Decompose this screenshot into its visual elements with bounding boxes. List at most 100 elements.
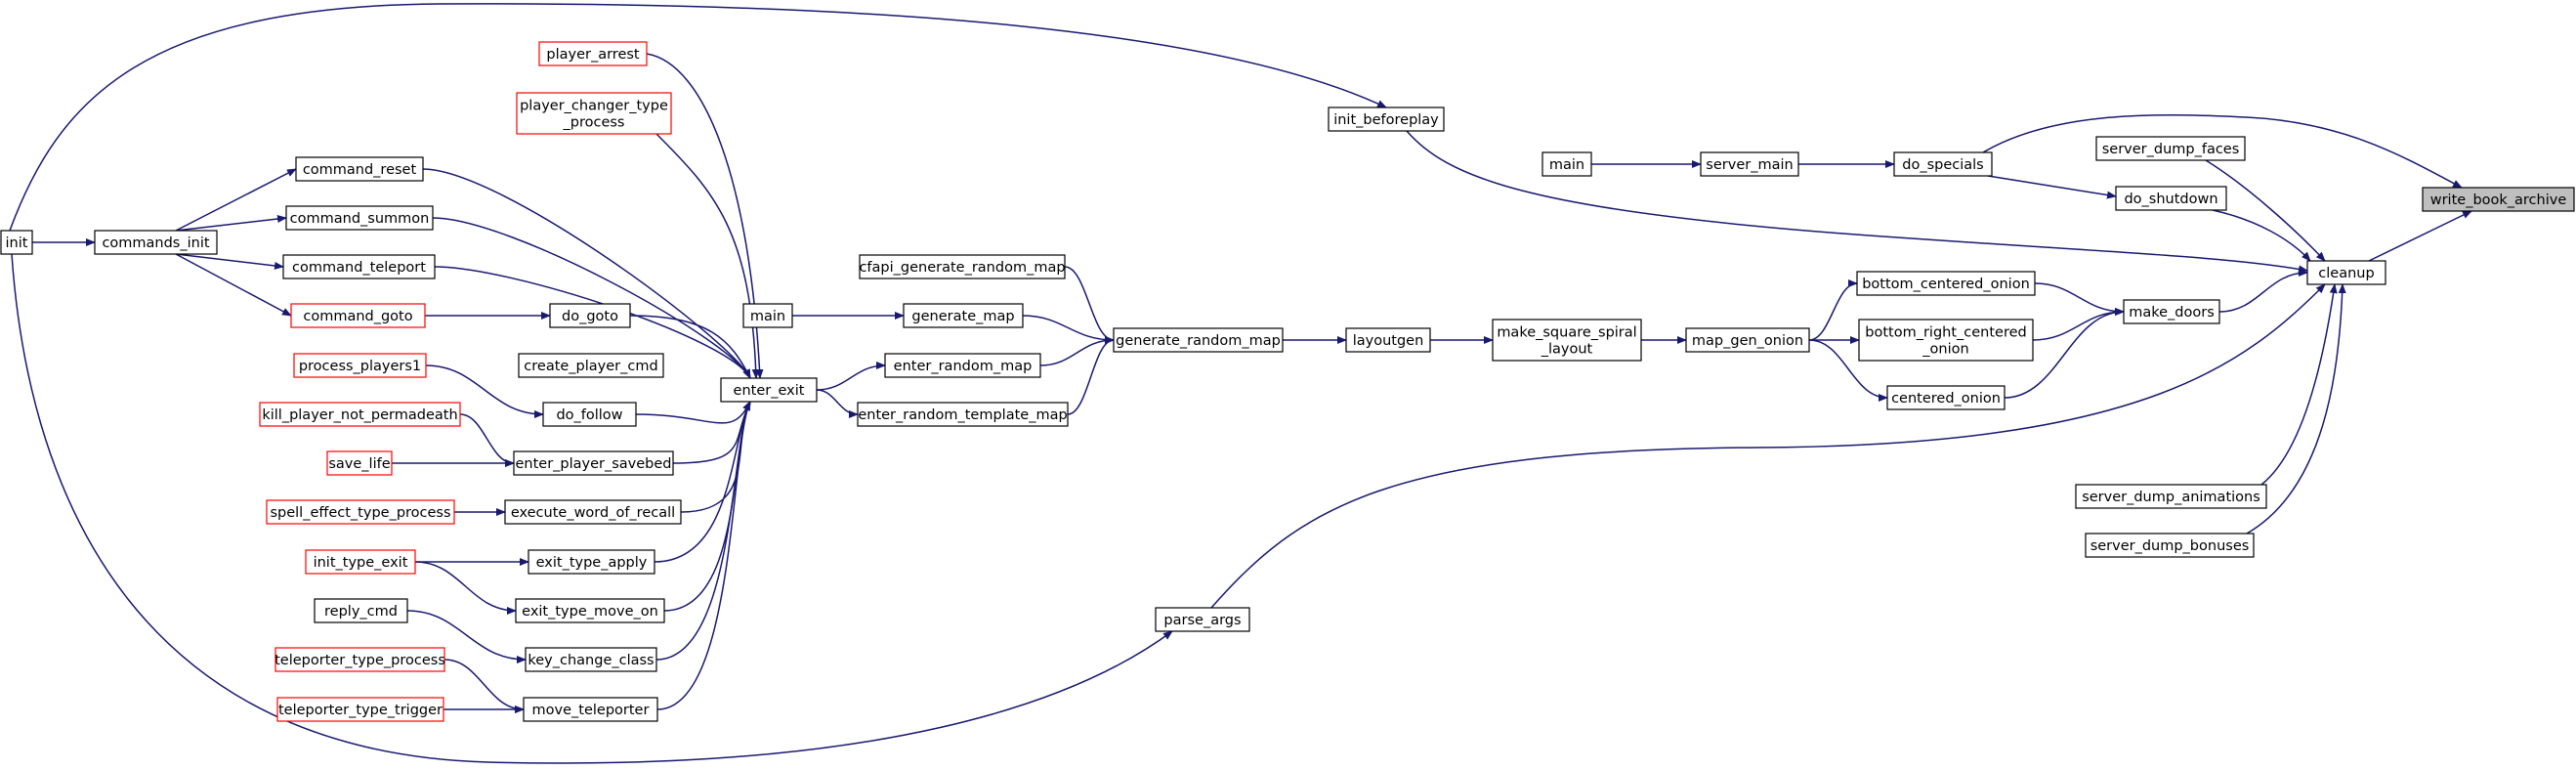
node-label: commands_init	[102, 235, 209, 251]
edge-init-to-init-beforeplay	[9, 3, 1387, 232]
node-label: make_doors	[2129, 305, 2215, 321]
node-execute-word-of-recall[interactable]: execute_word_of_recall	[504, 499, 682, 525]
node-enter-exit[interactable]: enter_exit	[720, 377, 818, 403]
node-label: exit_type_apply	[536, 555, 648, 571]
node-box	[1155, 607, 1250, 632]
edge-init-to-parse-args	[11, 253, 1173, 764]
node-init[interactable]: init	[0, 230, 33, 255]
node-label: generate_random_map	[1116, 333, 1281, 349]
node-label: _layout	[1541, 342, 1593, 358]
node-main-b[interactable]: main	[1541, 151, 1592, 177]
node-cfapi-generate-random-map[interactable]: cfapi_generate_random_map	[859, 254, 1066, 279]
node-centered-onion[interactable]: centered_onion	[1886, 385, 2006, 410]
node-label: command_goto	[303, 309, 412, 324]
node-server-dump-animations[interactable]: server_dump_animations	[2075, 484, 2267, 509]
node-kill-player-not-permadeath[interactable]: kill_player_not_permadeath	[259, 402, 461, 427]
node-server-dump-bonuses[interactable]: server_dump_bonuses	[2085, 533, 2255, 558]
node-bottom-right-centered-onion[interactable]: bottom_right_centered_onion	[1858, 319, 2034, 362]
node-box	[326, 450, 393, 476]
node-teleporter-type-trigger[interactable]: teleporter_type_trigger	[276, 697, 444, 722]
node-box	[266, 499, 455, 525]
node-generate-random-map[interactable]: generate_random_map	[1113, 327, 1284, 353]
node-command-teleport[interactable]: command_teleport	[282, 254, 436, 279]
node-init-beforeplay[interactable]: init_beforeplay	[1328, 107, 1445, 132]
node-label: do_follow	[556, 407, 622, 423]
node-enter-random-map[interactable]: enter_random_map	[884, 353, 1041, 378]
node-cleanup[interactable]: cleanup	[2306, 260, 2386, 285]
node-command-reset[interactable]: command_reset	[295, 156, 424, 182]
node-box	[1700, 151, 1799, 177]
node-do-specials[interactable]: do_specials	[1893, 151, 1993, 177]
edge-bottom-centered-onion-to-make-doors	[2034, 282, 2125, 316]
node-enter-player-savebed[interactable]: enter_player_savebed	[513, 450, 674, 476]
node-label: enter_exit	[734, 383, 805, 399]
node-box	[2115, 186, 2227, 211]
node-box	[513, 450, 674, 476]
node-label: init	[6, 235, 28, 251]
node-label: do_specials	[1902, 157, 1983, 173]
node-label: kill_player_not_permadeath	[262, 407, 457, 423]
node-command-summon[interactable]: command_summon	[285, 205, 434, 231]
node-command-goto[interactable]: command_goto	[290, 303, 426, 328]
edge-enter-random-template-map-to-generate-random-map	[1067, 336, 1115, 415]
edge-server-dump-faces-to-cleanup	[2205, 159, 2326, 262]
node-label: cleanup	[2318, 266, 2374, 281]
edge-server-dump-bonuses-to-cleanup	[2246, 283, 2346, 535]
node-box	[1345, 327, 1431, 353]
node-parse-args[interactable]: parse_args	[1155, 607, 1250, 632]
node-player-arrest[interactable]: player_arrest	[538, 41, 648, 66]
node-enter-random-template-map[interactable]: enter_random_template_map	[857, 402, 1069, 427]
node-do-goto[interactable]: do_goto	[549, 303, 631, 328]
edge-exit-type-apply-to-enter-exit	[654, 401, 751, 563]
node-generate-map[interactable]: generate_map	[903, 303, 1024, 328]
node-box	[2075, 484, 2267, 509]
node-do-shutdown[interactable]: do_shutdown	[2115, 186, 2227, 211]
node-server-main[interactable]: server_main	[1700, 151, 1799, 177]
node-spell-effect-type-process[interactable]: spell_effect_type_process	[266, 499, 455, 525]
node-box	[1492, 319, 1642, 362]
node-label: command_teleport	[292, 260, 426, 276]
edge-commands-init-to-command-goto	[175, 253, 292, 317]
node-exit-type-apply[interactable]: exit_type_apply	[528, 549, 655, 575]
node-box	[1893, 151, 1993, 177]
edge-teleporter-type-process-to-move-teleporter	[443, 659, 525, 713]
node-label: init_beforeplay	[1333, 112, 1439, 128]
node-make-doors[interactable]: make_doors	[2123, 299, 2220, 324]
node-write-book-archive[interactable]: write_book_archive	[2422, 187, 2575, 212]
node-box	[2123, 299, 2220, 324]
node-map-gen-onion[interactable]: map_gen_onion	[1685, 327, 1810, 353]
node-key-change-class[interactable]: key_change_class	[525, 647, 657, 672]
node-move-teleporter[interactable]: move_teleporter	[523, 697, 658, 722]
node-box	[285, 205, 434, 231]
node-save-life[interactable]: save_life	[326, 450, 393, 476]
node-layoutgen[interactable]: layoutgen	[1345, 327, 1431, 353]
node-do-follow[interactable]: do_follow	[542, 402, 637, 427]
node-process-players1[interactable]: process_players1	[293, 353, 427, 378]
node-main-a[interactable]: main	[742, 303, 793, 328]
edge-map-gen-onion-to-centered-onion	[1808, 339, 1888, 402]
edge-enter-exit-to-enter-random-template-map	[816, 389, 859, 418]
node-commands-init[interactable]: commands_init	[94, 230, 218, 255]
node-box	[504, 499, 682, 525]
node-box	[515, 598, 665, 623]
node-make-square-spiral-layout[interactable]: make_square_spiral_layout	[1492, 319, 1642, 362]
node-server-dump-faces[interactable]: server_dump_faces	[2095, 136, 2246, 161]
edge-do-follow-to-enter-exit	[635, 401, 751, 424]
node-box	[259, 402, 461, 427]
node-box	[742, 303, 793, 328]
node-create-player-cmd[interactable]: create_player_cmd	[518, 353, 664, 378]
node-box	[1858, 319, 2034, 362]
node-box	[2085, 533, 2255, 558]
node-reply-cmd[interactable]: reply_cmd	[314, 598, 408, 623]
node-bottom-centered-onion[interactable]: bottom_centered_onion	[1856, 271, 2036, 296]
node-box	[549, 303, 631, 328]
edge-kill-player-not-permadeath-to-enter-player-savebed	[459, 413, 515, 467]
node-player-changer-type-process[interactable]: player_changer_type_process	[516, 92, 672, 135]
edge-init-beforeplay-to-cleanup	[1406, 130, 2308, 274]
node-teleporter-type-process[interactable]: teleporter_type_process	[274, 647, 445, 672]
node-exit-type-move-on[interactable]: exit_type_move_on	[515, 598, 665, 623]
node-label: save_life	[328, 456, 390, 472]
node-box	[903, 303, 1024, 328]
node-init-type-exit[interactable]: init_type_exit	[305, 549, 416, 575]
